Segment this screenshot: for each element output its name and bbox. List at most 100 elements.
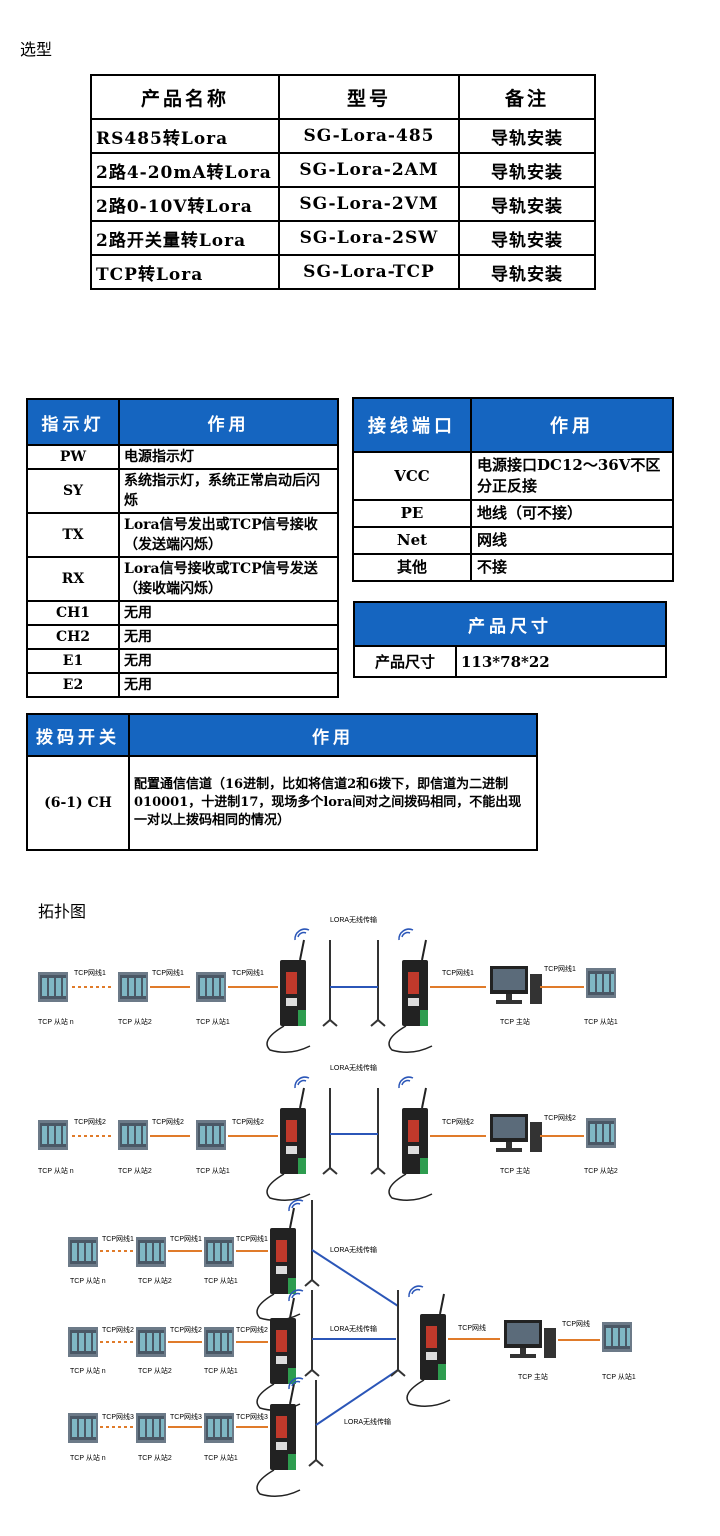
slave-label: TCP 从站1: [196, 1017, 230, 1026]
table-row: (6-1) CH 配置通信信道（16进制，比如将信道2和6拨下，即信道为二进制0…: [26, 755, 538, 851]
product-note: 导轨安装: [458, 186, 596, 222]
slave-label: TCP 从站 n: [70, 1366, 106, 1375]
indicator-key: E1: [26, 648, 120, 674]
product-model: SG-Lora-2VM: [278, 186, 460, 222]
section-title-selection: 选型: [20, 40, 53, 59]
link-label: TCP网线1: [236, 1234, 268, 1243]
indicator-desc: 电源指示灯: [118, 444, 339, 470]
header-size: 产品尺寸: [353, 601, 667, 647]
header-indicator: 指示灯: [26, 398, 120, 446]
product-model: SG-Lora-2AM: [278, 152, 460, 188]
header-function: 作用: [128, 713, 538, 757]
link-label: TCP网线2: [544, 1113, 576, 1122]
header-model: 型号: [278, 74, 460, 120]
indicator-key: TX: [26, 512, 120, 558]
port-desc: 地线（可不接）: [470, 499, 674, 528]
product-note: 导轨安装: [458, 220, 596, 256]
header-product-name: 产品名称: [90, 74, 280, 120]
table-row: TCP转Lora SG-Lora-TCP 导轨安装: [90, 254, 596, 290]
product-name: 2路开关量转Lora: [90, 220, 280, 256]
product-name: 2路4-20mA转Lora: [90, 152, 280, 188]
table-header-row: 接线端口 作用: [352, 397, 674, 453]
indicator-desc: 无用: [118, 600, 339, 626]
slave-label: TCP 从站 n: [38, 1166, 74, 1175]
table-row: RS485转Lora SG-Lora-485 导轨安装: [90, 118, 596, 154]
dip-switch-table: 拨码开关 作用 (6-1) CH 配置通信信道（16进制，比如将信道2和6拨下，…: [26, 713, 538, 851]
port-key: PE: [352, 499, 472, 528]
master-label: TCP 主站: [500, 1166, 530, 1175]
slave-label: TCP 从站2: [138, 1366, 172, 1375]
slave-label: TCP 从站 n: [38, 1017, 74, 1026]
link-label: TCP网线2: [232, 1117, 264, 1126]
wireless-label: LORA无线传输: [330, 1324, 377, 1333]
link-label: TCP网线3: [236, 1412, 268, 1421]
indicator-desc: Lora信号接收或TCP信号发送（接收端闪烁）: [118, 556, 339, 602]
slave-label: TCP 从站2: [118, 1166, 152, 1175]
link-label: TCP网线: [458, 1323, 486, 1332]
link-label: TCP网线1: [544, 964, 576, 973]
product-model: SG-Lora-2SW: [278, 220, 460, 256]
indicator-desc: 无用: [118, 648, 339, 674]
slave-label: TCP 从站2: [138, 1276, 172, 1285]
size-table: 产品尺寸 产品尺寸 113*78*22: [353, 601, 667, 678]
wireless-label: LORA无线传输: [344, 1417, 391, 1426]
table-row: 2路4-20mA转Lora SG-Lora-2AM 导轨安装: [90, 152, 596, 188]
port-key: Net: [352, 526, 472, 555]
link-label: TCP网线2: [170, 1325, 202, 1334]
header-function: 作用: [118, 398, 339, 446]
topology-diagram-1: LORA无线传输 TCP网线1 TCP网线1 TCP网线1 TCP 从站 n T…: [38, 915, 618, 1054]
link-label: TCP网线1: [232, 968, 264, 977]
port-key: 其他: [352, 553, 472, 582]
header-port: 接线端口: [352, 397, 472, 453]
slave-label: TCP 从站1: [204, 1366, 238, 1375]
section-title-topology: 拓扑图: [38, 902, 87, 921]
slave-label: TCP 从站1: [204, 1453, 238, 1462]
slave-label: TCP 从站2: [584, 1166, 618, 1175]
slave-label: TCP 从站1: [584, 1017, 618, 1026]
size-value: 113*78*22: [455, 645, 667, 678]
table-header-row: 拨码开关 作用: [26, 713, 538, 757]
link-label: TCP网线1: [442, 968, 474, 977]
port-key: VCC: [352, 451, 472, 501]
product-note: 导轨安装: [458, 152, 596, 188]
slave-label: TCP 从站1: [204, 1276, 238, 1285]
product-model: SG-Lora-TCP: [278, 254, 460, 290]
wireless-label: LORA无线传输: [330, 915, 377, 924]
table-row: 2路开关量转Lora SG-Lora-2SW 导轨安装: [90, 220, 596, 256]
slave-label: TCP 从站 n: [70, 1276, 106, 1285]
indicator-key: RX: [26, 556, 120, 602]
indicator-key: SY: [26, 468, 120, 514]
product-name: TCP转Lora: [90, 254, 280, 290]
indicator-desc: 无用: [118, 672, 339, 698]
table-header-row: 产品尺寸: [353, 601, 667, 647]
slave-label: TCP 从站1: [602, 1372, 636, 1381]
port-desc: 电源接口DC12～36V不区分正反接: [470, 451, 674, 501]
selection-table: 产品名称 型号 备注 RS485转Lora SG-Lora-485 导轨安装 2…: [90, 74, 596, 290]
product-note: 导轨安装: [458, 254, 596, 290]
product-note: 导轨安装: [458, 118, 596, 154]
slave-label: TCP 从站2: [138, 1453, 172, 1462]
link-label: TCP网线3: [170, 1412, 202, 1421]
link-label: TCP网线1: [170, 1234, 202, 1243]
header-note: 备注: [458, 74, 596, 120]
link-label: TCP网线1: [152, 968, 184, 977]
indicator-desc: 无用: [118, 624, 339, 650]
product-model: SG-Lora-485: [278, 118, 460, 154]
link-label: TCP网线2: [74, 1117, 106, 1126]
size-label: 产品尺寸: [353, 645, 457, 678]
master-label: TCP 主站: [518, 1372, 548, 1381]
slave-label: TCP 从站 n: [70, 1453, 106, 1462]
link-label: TCP网线2: [152, 1117, 184, 1126]
link-label: TCP网线1: [74, 968, 106, 977]
indicator-key: PW: [26, 444, 120, 470]
product-name: RS485转Lora: [90, 118, 280, 154]
